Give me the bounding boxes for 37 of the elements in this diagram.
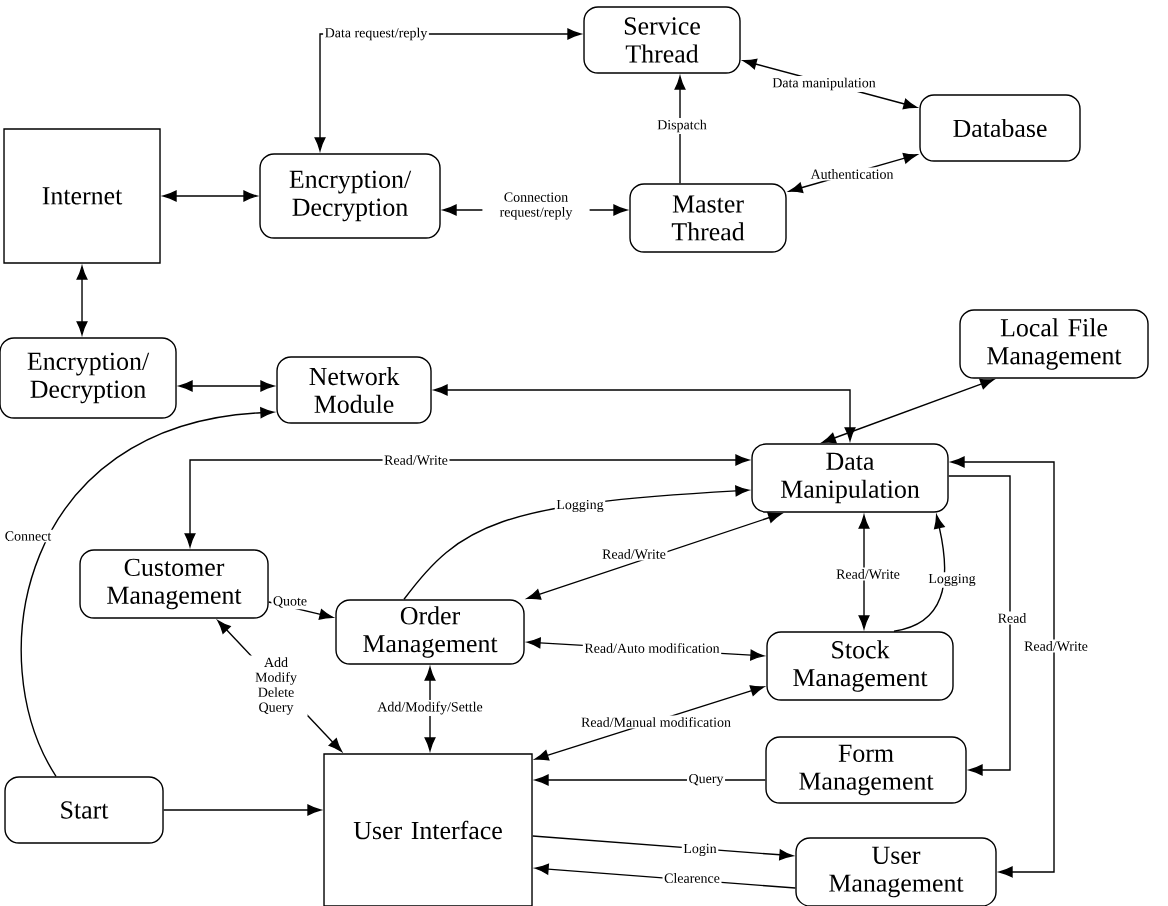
process-box: Stock Management — [766, 631, 954, 701]
process-box: Local File Management — [959, 309, 1149, 379]
arrow — [950, 456, 1055, 878]
process-box: Order Management — [335, 599, 525, 665]
arrow — [424, 666, 436, 752]
arrow — [526, 512, 782, 600]
process-box: Network Module — [276, 356, 432, 424]
process-box: Service Thread — [583, 6, 741, 74]
arrow — [268, 601, 334, 620]
arrow — [184, 454, 750, 548]
block-box: User Interface — [323, 753, 533, 906]
arrow — [858, 514, 870, 630]
process-box: Form Management — [765, 736, 967, 804]
arrow — [21, 407, 275, 777]
process-box: Start — [4, 776, 164, 844]
arrow — [217, 620, 343, 752]
process-box: Encryption/ Decryption — [0, 337, 177, 419]
arrow — [162, 190, 258, 202]
arrow — [674, 75, 686, 184]
arrow — [178, 380, 275, 392]
process-box: Database — [919, 94, 1081, 162]
process-box: User Management — [795, 837, 997, 906]
arrow — [822, 378, 994, 444]
arrow — [403, 485, 750, 600]
arrow — [534, 774, 766, 786]
process-box: Data Manipulation — [751, 443, 949, 513]
arrow — [163, 804, 322, 816]
arrow — [76, 265, 88, 336]
arrow — [433, 384, 856, 442]
arrow — [948, 475, 1011, 776]
arrow — [893, 514, 946, 632]
arrow — [532, 835, 794, 861]
arrow — [534, 685, 765, 761]
process-box: Encryption/ Decryption — [259, 153, 441, 239]
block-box: Internet — [3, 128, 161, 264]
process-box: Master Thread — [629, 183, 787, 253]
process-box: Customer Management — [79, 549, 269, 619]
